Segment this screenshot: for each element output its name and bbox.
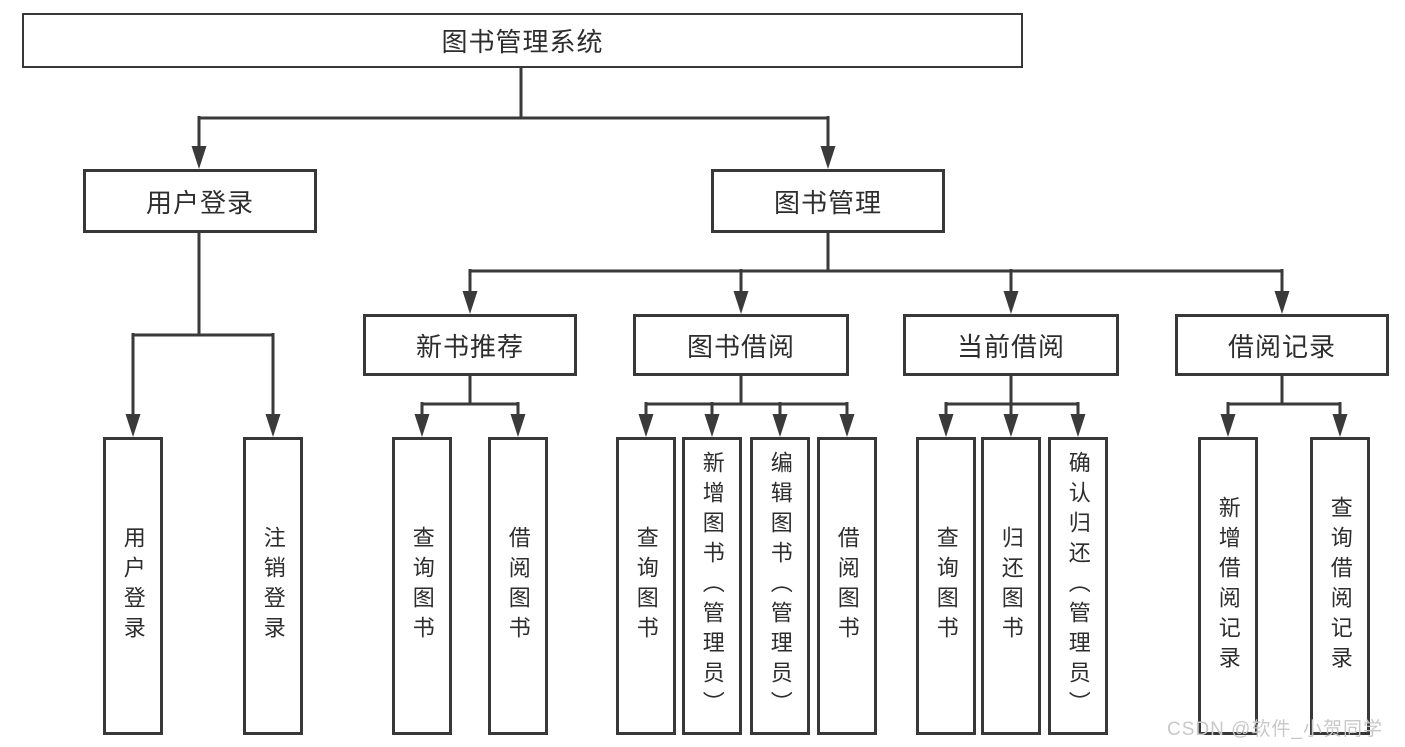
leaf-label: 查询图书 (633, 526, 659, 646)
node-label: 借阅记录 (1227, 331, 1336, 362)
leaf-label: 查询图书 (409, 526, 435, 646)
leaf-logout: 注销登录 (243, 437, 303, 735)
node-new-book-recommend: 新书推荐 (363, 314, 577, 376)
node-borrow-record: 借阅记录 (1175, 314, 1389, 376)
leaf-user-login: 用户登录 (103, 437, 163, 735)
leaf-query-books-recommend: 查询图书 (392, 437, 452, 735)
leaf-return-books: 归还图书 (981, 437, 1041, 735)
leaf-label: 借阅图书 (834, 526, 860, 646)
node-label: 用户登录 (145, 187, 254, 218)
leaf-borrow-books: 借阅图书 (817, 437, 877, 735)
node-library-management-system: 图书管理系统 (22, 13, 1023, 68)
node-current-borrow: 当前借阅 (903, 314, 1119, 376)
csdn-watermark: CSDN @软件_小贺同学 (1167, 719, 1383, 740)
node-book-borrow: 图书借阅 (633, 314, 849, 376)
node-user-login: 用户登录 (83, 169, 317, 233)
leaf-label: 查询借阅记录 (1327, 496, 1353, 676)
leaf-confirm-return-admin: 确认归还（管理员） (1048, 437, 1108, 735)
node-label: 图书借阅 (686, 331, 795, 362)
leaf-label: 新增借阅记录 (1215, 496, 1241, 676)
leaf-edit-books-admin: 编辑图书（管理员） (750, 437, 810, 735)
leaf-borrow-books-recommend: 借阅图书 (488, 437, 548, 735)
leaf-label: 借阅图书 (505, 526, 531, 646)
leaf-query-books-current: 查询图书 (916, 437, 976, 735)
leaf-label: 归还图书 (998, 526, 1024, 646)
leaf-label: 编辑图书（管理员） (767, 451, 793, 721)
node-label: 新书推荐 (415, 331, 524, 362)
leaf-add-books-admin: 新增图书（管理员） (682, 437, 742, 735)
leaf-query-borrow-record: 查询借阅记录 (1310, 437, 1370, 735)
node-label: 图书管理 (773, 187, 882, 218)
leaf-label: 查询图书 (933, 526, 959, 646)
node-label: 当前借阅 (956, 331, 1065, 362)
leaf-query-books-borrow: 查询图书 (616, 437, 676, 735)
node-book-management: 图书管理 (711, 169, 945, 233)
node-label: 图书管理系统 (441, 27, 604, 57)
leaf-label: 用户登录 (120, 526, 146, 646)
leaf-add-borrow-record: 新增借阅记录 (1198, 437, 1258, 735)
leaf-label: 新增图书（管理员） (699, 451, 725, 721)
leaf-label: 确认归还（管理员） (1065, 451, 1091, 721)
leaf-label: 注销登录 (260, 526, 286, 646)
